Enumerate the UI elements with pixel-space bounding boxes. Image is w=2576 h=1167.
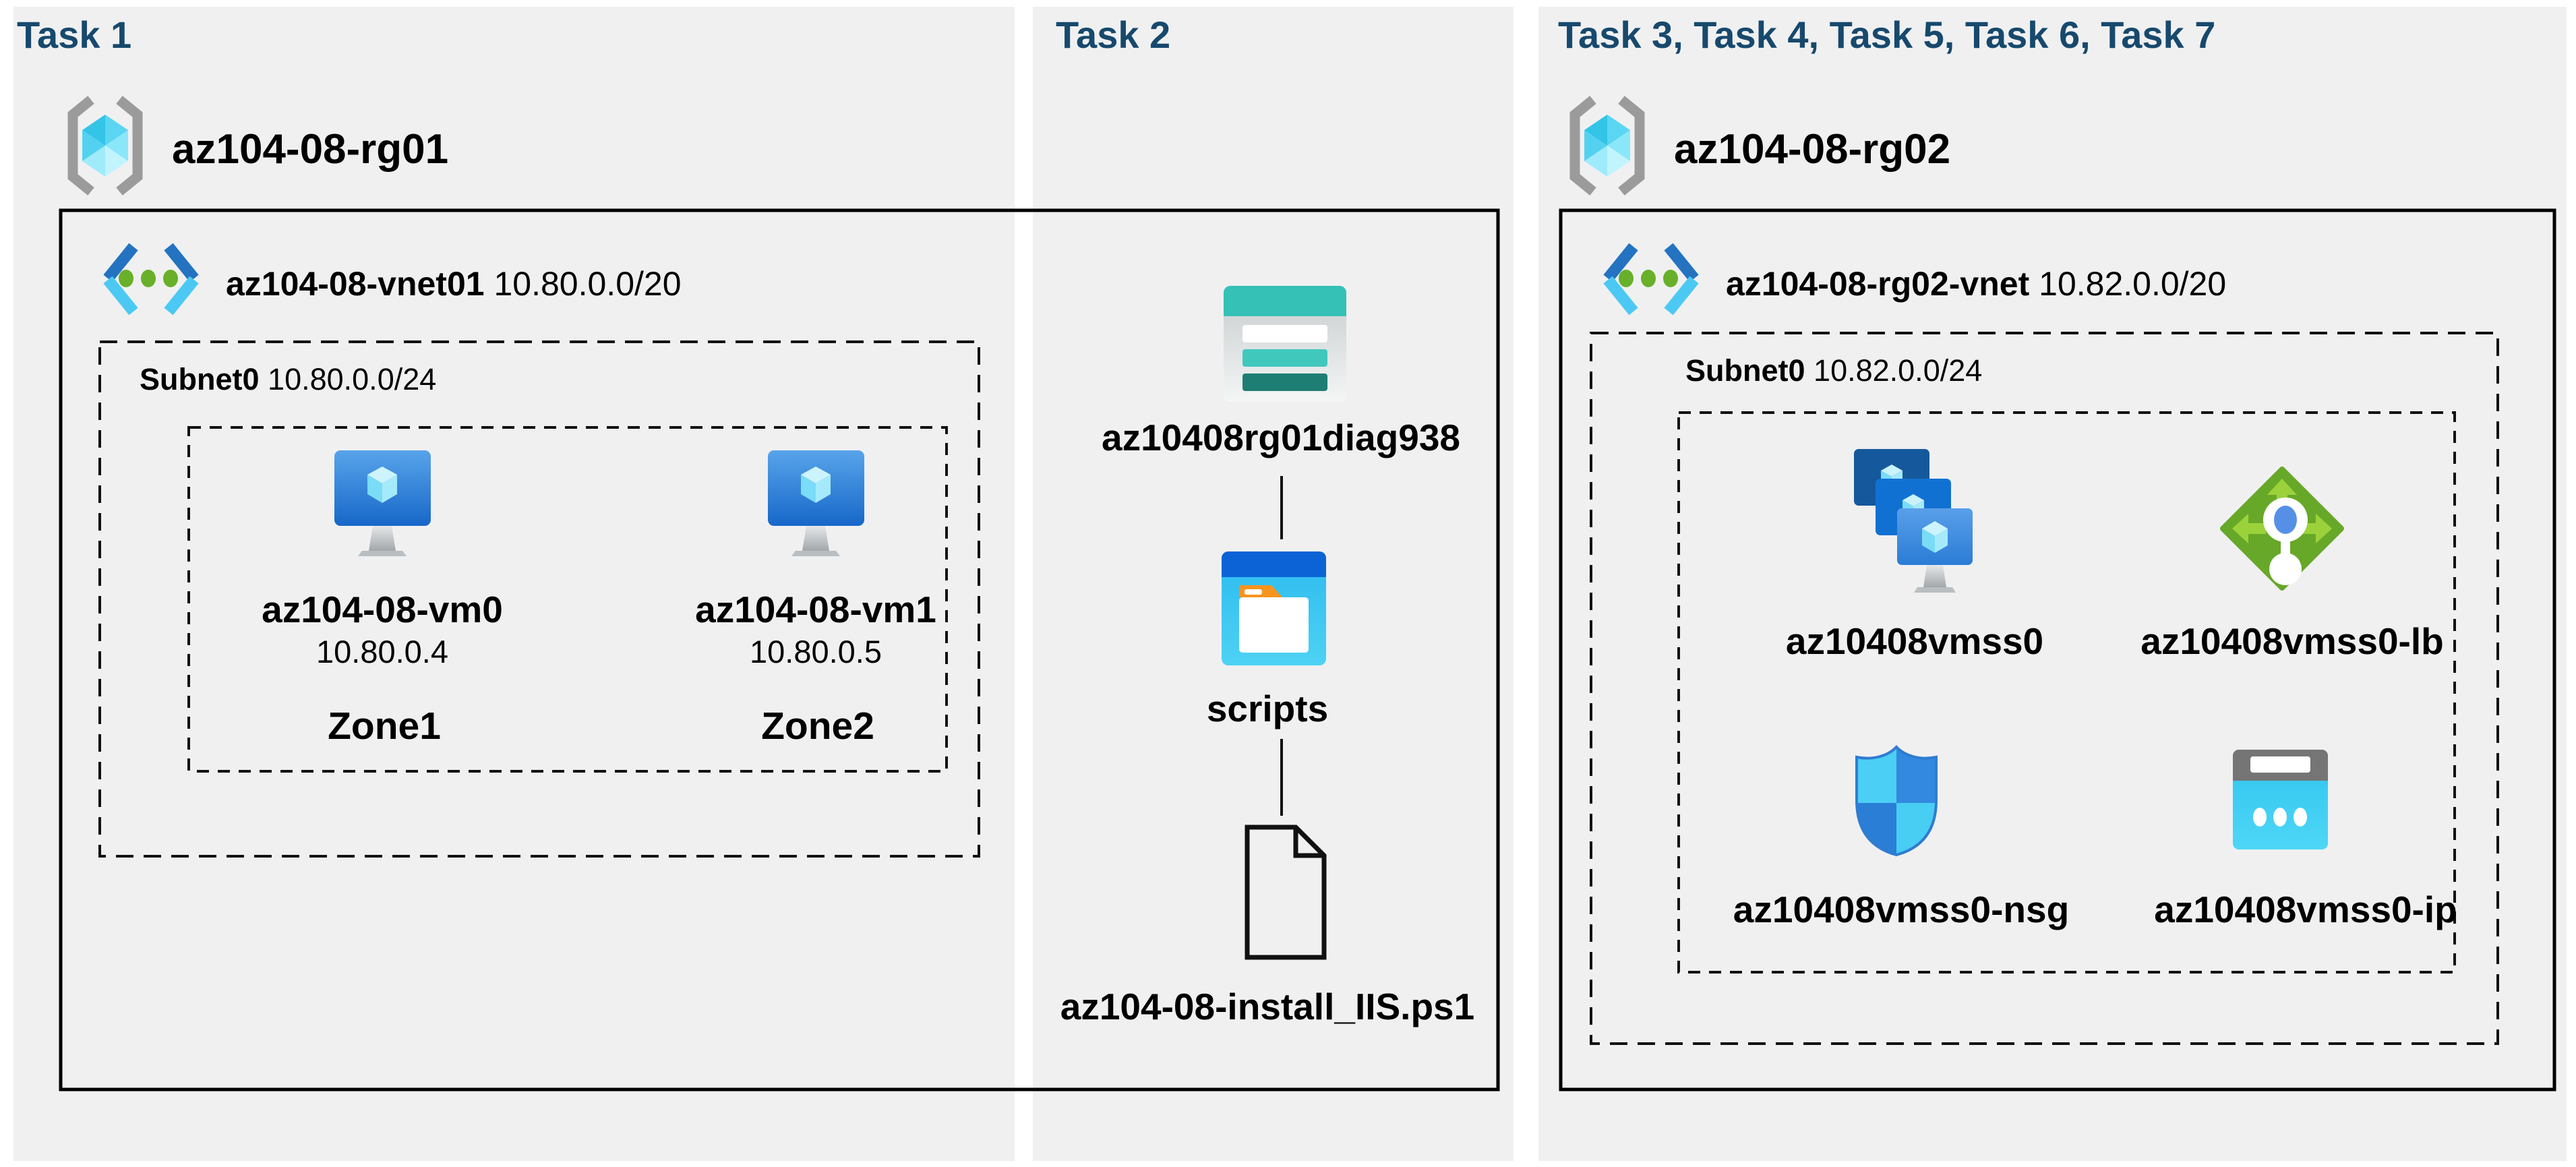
vnet-name: az104-08-rg02-vnet xyxy=(1726,265,2030,303)
vnet-label: az104-08-vnet01 10.80.0.0/20 xyxy=(226,265,682,304)
vm-zone-label: Zone2 xyxy=(761,705,874,748)
vm-group-dashed-box xyxy=(187,426,948,773)
subnet-name: Subnet0 xyxy=(1685,353,1805,388)
task2-header: Task 2 xyxy=(1056,13,1171,56)
script-file-label: az104-08-install_IIS.ps1 xyxy=(1060,986,1475,1027)
vm-name-label: az104-08-vm0 xyxy=(262,589,503,630)
container-label: scripts xyxy=(1206,688,1329,729)
vm-name-label: az104-08-vm1 xyxy=(695,589,936,630)
resource-group-icon xyxy=(1569,96,1645,196)
vm-ip-label: 10.80.0.4 xyxy=(316,634,449,669)
task37-header: Task 3, Task 4, Task 5, Task 6, Task 7 xyxy=(1558,13,2216,56)
vm-scale-set-icon xyxy=(1854,449,1973,593)
subnet-cidr: 10.82.0.0/24 xyxy=(1814,353,1983,388)
vnet-name: az104-08-vnet01 xyxy=(226,265,485,303)
vnet2-solid-box xyxy=(1559,208,2556,1091)
virtual-network-icon xyxy=(1603,243,1699,316)
task1-panel xyxy=(13,7,1015,1161)
vnet-cidr: 10.80.0.0/20 xyxy=(493,265,682,303)
public-ip-icon xyxy=(2233,750,2328,849)
resource-group-icon xyxy=(67,96,143,196)
storage-account-label: az10408rg01diag938 xyxy=(1101,417,1461,458)
network-security-group-icon xyxy=(1855,745,1938,857)
blob-container-icon xyxy=(1222,551,1326,665)
subnet1-dashed-box xyxy=(98,340,980,858)
subnet-label: Subnet0 10.80.0.0/24 xyxy=(140,362,436,397)
task37-panel xyxy=(1538,7,2567,1161)
vmss-label: az10408vmss0 xyxy=(1785,620,2044,662)
subnet-cidr: 10.80.0.0/24 xyxy=(268,362,437,396)
vnet-cidr: 10.82.0.0/20 xyxy=(2039,265,2227,303)
resource-group-label: az104-08-rg01 xyxy=(172,126,449,173)
virtual-machine-icon xyxy=(768,450,864,556)
vnet1-solid-box xyxy=(59,208,1500,1091)
virtual-network-icon xyxy=(103,243,199,316)
subnet-name: Subnet0 xyxy=(140,362,260,396)
vm-ip-label: 10.80.0.5 xyxy=(749,634,882,669)
task1-header: Task 1 xyxy=(17,13,132,56)
resource-group-label: az104-08-rg02 xyxy=(1674,126,1951,173)
virtual-machine-icon xyxy=(334,450,431,556)
vm-zone-label: Zone1 xyxy=(328,705,441,748)
vnet-label: az104-08-rg02-vnet 10.82.0.0/20 xyxy=(1726,265,2226,304)
storage-account-icon xyxy=(1224,286,1346,402)
subnet2-dashed-box xyxy=(1590,332,2499,1045)
subnet-label: Subnet0 10.82.0.0/24 xyxy=(1685,353,1982,388)
file-icon xyxy=(1245,825,1327,960)
vmss-group-dashed-box xyxy=(1677,411,2456,974)
public-ip-label: az10408vmss0-ip xyxy=(2154,889,2457,930)
nsg-label: az10408vmss0-nsg xyxy=(1733,889,2070,930)
load-balancer-label: az10408vmss0-lb xyxy=(2140,620,2444,662)
load-balancer-icon xyxy=(2220,467,2344,591)
